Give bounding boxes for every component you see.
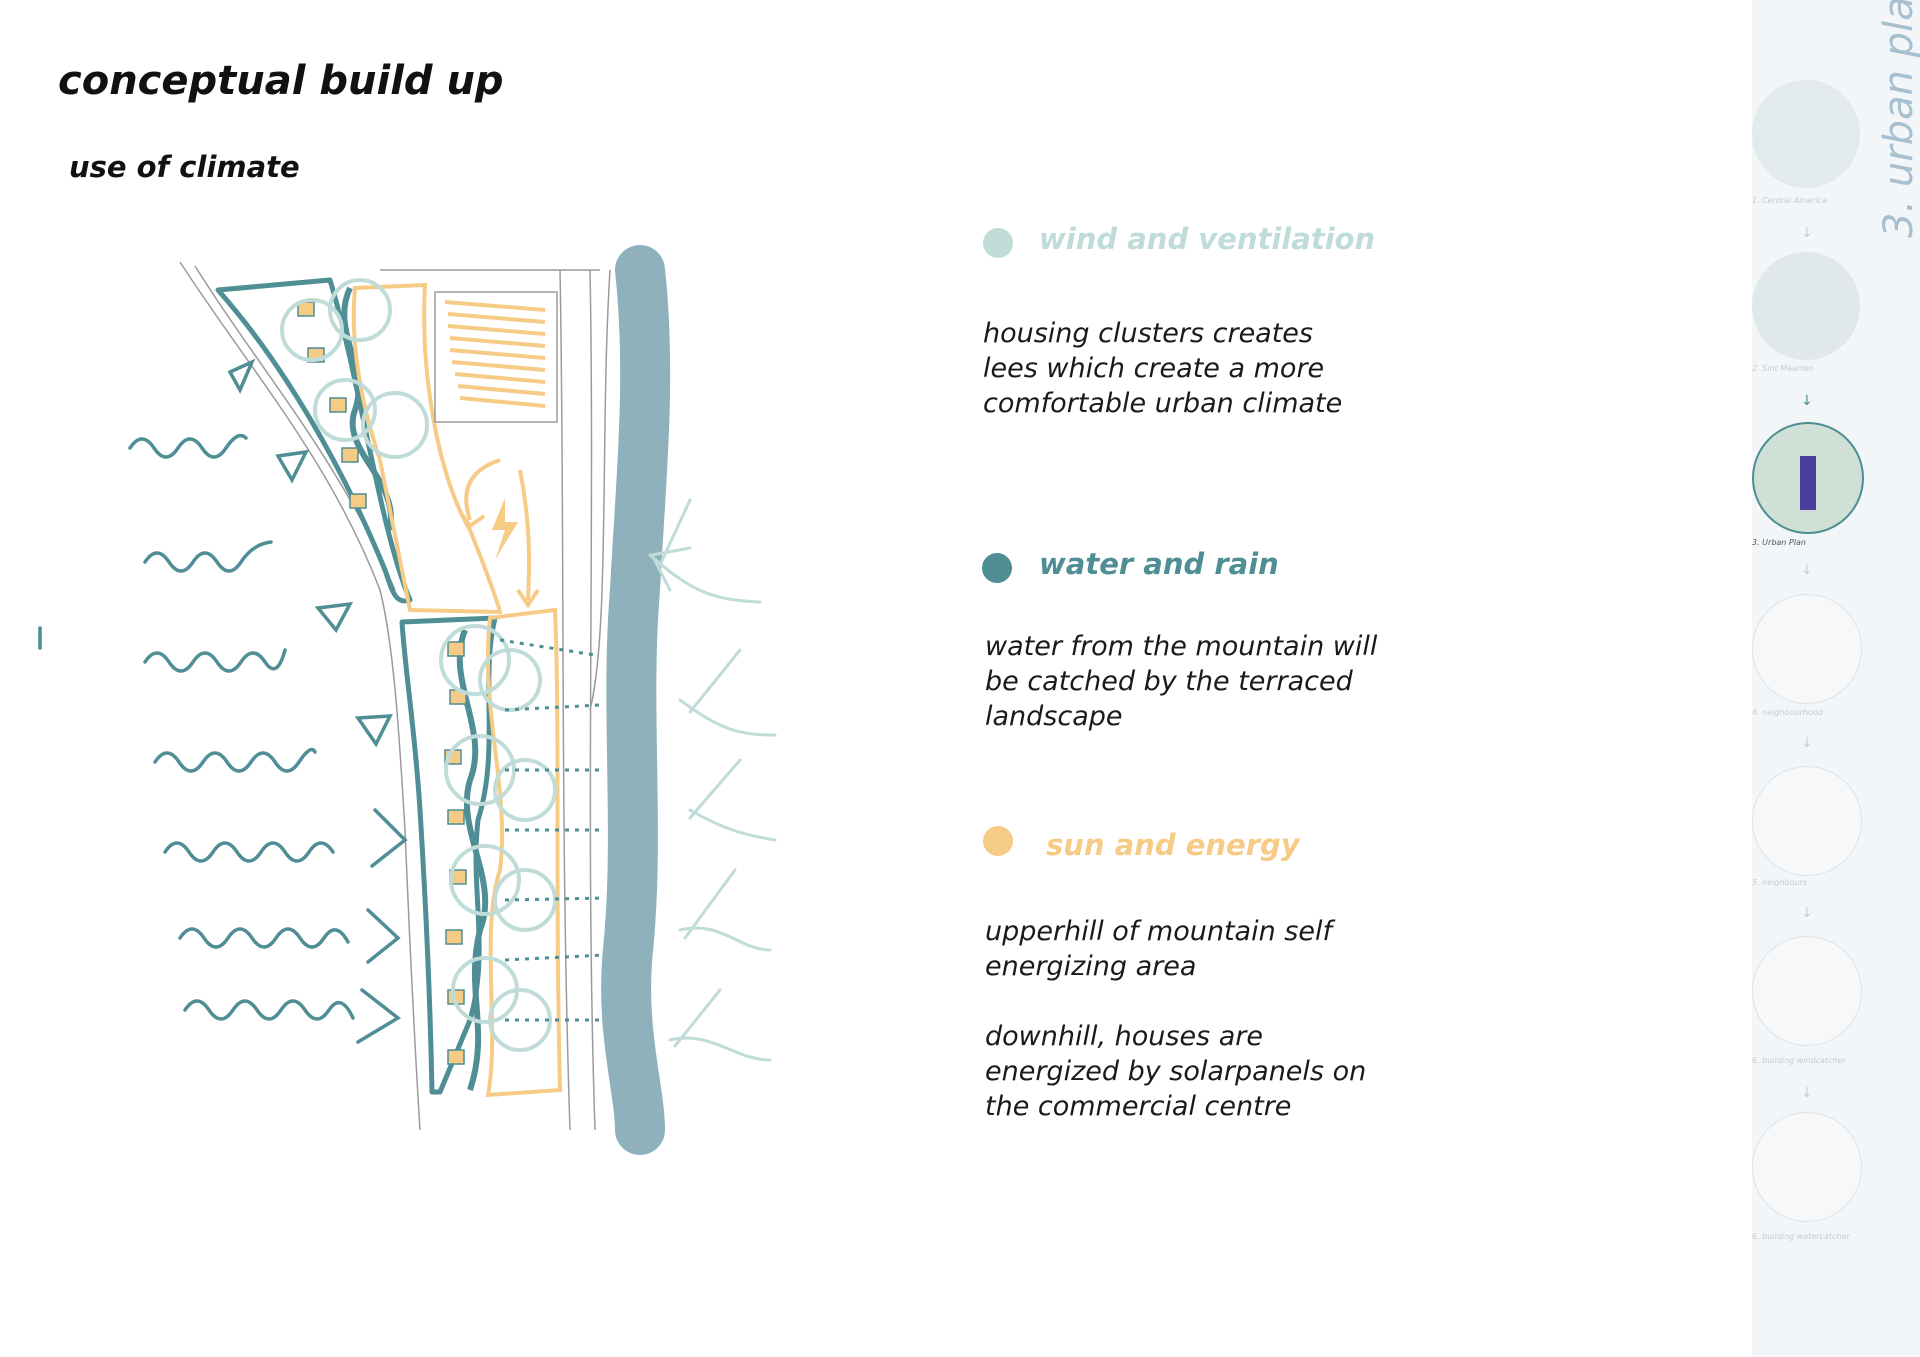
sea-band [601, 245, 671, 1155]
desc-line: upperhill of mountain self [985, 916, 1332, 947]
urban-plan-marker [1800, 456, 1816, 510]
arrow-down-icon: ↓ [1801, 905, 1813, 921]
climate-site-diagram [38, 245, 777, 1155]
arrow-down-icon: ↓ [1801, 1085, 1813, 1101]
step-thumbnail [1752, 80, 1860, 188]
step-caption: 5. neighbours [1752, 878, 1808, 887]
west-wind-arrows [38, 358, 408, 1044]
step-caption: 1. Central America [1752, 196, 1827, 205]
lee-circles [280, 278, 557, 1052]
desc-line: downhill, houses are [985, 1021, 1263, 1052]
water-flow-arrows [499, 638, 606, 1022]
upper-cluster-spine [341, 286, 395, 531]
legend-heading: water and rain [1039, 547, 1279, 581]
desc-line: housing clusters creates [983, 318, 1313, 349]
energy-arrows [458, 458, 540, 609]
arrow-down-icon: ↓ [1801, 562, 1813, 578]
water-dot-icon [982, 553, 1012, 583]
step-thumbnail [1752, 766, 1862, 876]
desc-line: lees which create a more [983, 353, 1325, 384]
lower-cluster-outline [399, 615, 498, 1095]
step-thumbnail [1752, 936, 1862, 1046]
east-wind-arrows [648, 498, 777, 1062]
context-lines [179, 261, 611, 1131]
legend-heading: sun and energy [1046, 828, 1300, 862]
desc-line: water from the mountain will [985, 631, 1378, 662]
desc-line: energized by solarpanels on [985, 1056, 1367, 1087]
step-thumbnail [1752, 1112, 1862, 1222]
step-thumbnail-active [1752, 422, 1864, 534]
arrow-down-icon: ↓ [1801, 393, 1813, 409]
arrow-down-icon: ↓ [1801, 735, 1813, 751]
page-subtitle: use of climate [69, 150, 300, 184]
step-caption: 3. Urban Plan [1752, 538, 1806, 547]
desc-line: be catched by the terraced [985, 666, 1353, 697]
desc-line [985, 984, 1366, 1019]
desc-line: landscape [985, 701, 1123, 732]
lower-cluster-spine [456, 628, 489, 1091]
energy-bolt-icon [492, 498, 518, 560]
step-thumbnail [1752, 594, 1862, 704]
arrow-down-icon: ↓ [1801, 225, 1813, 241]
sun-dot-icon [983, 826, 1013, 856]
step-caption: 6. building watercatcher [1752, 1232, 1850, 1241]
legend-description: housing clusters creates lees which crea… [983, 316, 1342, 421]
legend-description: upperhill of mountain self energizing ar… [985, 914, 1366, 1124]
solar-panel-lines [444, 300, 546, 408]
legend-heading: wind and ventilation [1039, 222, 1376, 256]
page-title: conceptual build up [58, 58, 504, 104]
upper-sun-zone [351, 282, 503, 615]
step-caption: 6. building windcatcher [1752, 1056, 1846, 1065]
wind-dot-icon [983, 228, 1013, 258]
step-caption: 4. neighbourhood [1752, 708, 1823, 717]
solar-field-frame [434, 291, 558, 423]
step-caption: 2. Sint Maarten [1752, 364, 1814, 373]
legend-description: water from the mountain will be catched … [985, 629, 1377, 734]
step-thumbnail [1752, 252, 1860, 360]
sidebar-title: 3. urban plan [1876, 0, 1920, 238]
desc-line: energizing area [985, 951, 1197, 982]
desc-line: comfortable urban climate [983, 388, 1343, 419]
desc-line: the commercial centre [985, 1091, 1292, 1122]
